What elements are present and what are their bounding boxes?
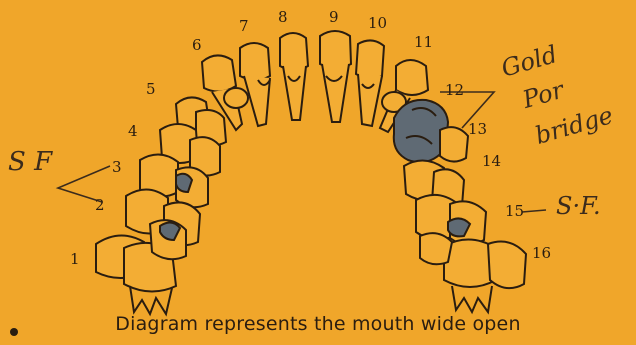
- tooth-13: [440, 127, 468, 161]
- tooth-6: [202, 55, 236, 91]
- tooth-8-root: [283, 66, 306, 120]
- tooth-number-5: 5: [146, 80, 156, 98]
- diagram-caption: Diagram represents the mouth wide open: [0, 313, 636, 335]
- tooth-6-crown: [224, 88, 248, 108]
- tooth-16-outer: [488, 242, 526, 289]
- tooth-number-8: 8: [278, 8, 288, 26]
- tooth-number-7: 7: [239, 17, 249, 35]
- tooth-number-16: 16: [532, 244, 551, 262]
- tooth-number-14: 14: [482, 152, 501, 170]
- tooth-9: [320, 31, 351, 68]
- tooth-number-13: 13: [468, 120, 487, 138]
- note-gold-line-2: Por: [519, 75, 569, 114]
- lower-right-roots: [452, 286, 492, 312]
- tooth-number-12: 12: [445, 81, 464, 99]
- tooth-number-9: 9: [329, 8, 339, 26]
- tooth-9-root: [322, 64, 349, 122]
- tooth-8: [280, 33, 308, 70]
- tooth-number-10: 10: [368, 14, 387, 32]
- left-side-teeth: [96, 97, 226, 314]
- tooth-7: [240, 43, 270, 80]
- tooth-number-3: 3: [112, 158, 122, 176]
- tooth-number-1: 1: [70, 250, 80, 268]
- tooth-11: [396, 60, 428, 95]
- tooth-10-root: [358, 74, 382, 126]
- sf-right-dash: [522, 210, 546, 212]
- tooth-number-15: 15: [505, 202, 524, 220]
- tooth-number-2: 2: [95, 196, 105, 214]
- note-sf-right: S·F.: [556, 192, 601, 220]
- tooth-number-4: 4: [128, 122, 138, 140]
- note-gold-line-1: Gold: [498, 40, 560, 83]
- tooth-number-11: 11: [414, 33, 433, 51]
- note-gold-bridge: Gold Por bridge: [498, 30, 616, 154]
- tooth-15b: [420, 233, 452, 264]
- tooth-3-filling: [176, 174, 192, 192]
- tooth-number-6: 6: [192, 36, 202, 54]
- tooth-10: [356, 40, 384, 78]
- note-sf-left: S F: [8, 147, 53, 177]
